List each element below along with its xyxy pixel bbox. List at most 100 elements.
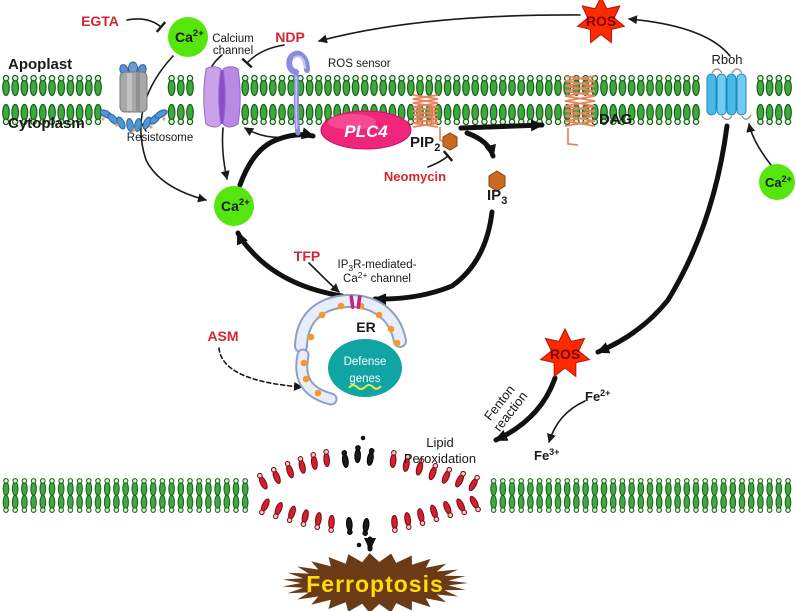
lipid-glyph <box>113 494 120 513</box>
ferroptosis-label: Ferroptosis <box>306 571 444 597</box>
lipid-glyph <box>149 478 157 497</box>
lipid-glyph <box>468 474 480 492</box>
lipid-glyph <box>305 103 314 126</box>
lipid-glyph <box>305 74 314 97</box>
lipid-glyph <box>38 74 47 97</box>
lipid-glyph <box>287 103 296 126</box>
lipid-glyph <box>720 494 727 513</box>
ca-apoplast-label: Ca2+ <box>175 28 204 45</box>
lipid-peroxidation-label-2: Peroxidation <box>404 451 476 466</box>
lipid-glyph <box>241 494 249 513</box>
calcium-channel-pointer-line <box>211 54 223 67</box>
lipid-glyph <box>627 103 636 126</box>
free-radical-dot <box>360 435 366 441</box>
peroxidized-lipids-region <box>257 435 481 548</box>
lipid-glyph <box>20 103 29 126</box>
lipid-glyph <box>366 448 375 466</box>
lipid-glyph <box>379 74 388 97</box>
lipid-glyph <box>48 494 56 513</box>
lipid-glyph <box>619 478 626 497</box>
lipid-glyph <box>526 103 535 126</box>
lipid-glyph <box>692 494 700 513</box>
lipid-glyph <box>628 494 635 513</box>
egta-label: EGTA <box>81 13 119 29</box>
lipid-glyph <box>286 505 296 524</box>
lipid-glyph <box>738 478 746 497</box>
ip3r-label-line2: Ca2+ channel <box>343 270 411 285</box>
lipid-glyph <box>469 495 481 513</box>
lipid-glyph <box>480 103 489 126</box>
lipid-glyph <box>609 103 618 126</box>
lipid-glyph <box>701 478 709 497</box>
lipid-glyph <box>600 103 608 126</box>
lipid-glyph <box>310 452 318 470</box>
lipid-glyph <box>176 74 185 97</box>
lipid-glyph <box>682 74 691 97</box>
lipid-glyph <box>57 74 66 97</box>
lipid-glyph <box>618 74 627 97</box>
lipid-glyph <box>241 103 250 126</box>
lipid-glyph <box>600 478 608 497</box>
membrane-lower <box>2 478 792 513</box>
lipid-glyph <box>757 494 764 513</box>
lipid-glyph <box>637 494 645 513</box>
lipid-peroxidation-label-1: Lipid <box>426 435 453 450</box>
lipid-glyph <box>76 494 83 513</box>
lipid-glyph <box>591 494 599 513</box>
lipid-glyph <box>573 494 580 513</box>
lipid-glyph <box>48 103 56 126</box>
lipid-glyph <box>397 74 406 97</box>
lipid-glyph <box>149 494 157 513</box>
lipid-glyph <box>499 478 507 497</box>
lipid-glyph <box>517 103 526 126</box>
ca-to-rboh-arrow <box>746 123 772 166</box>
asm-dashed-arrow <box>218 347 303 391</box>
lipid-glyph <box>692 74 700 97</box>
ca-circle-cytoplasm <box>214 186 254 226</box>
ip3-label: IP3 <box>487 187 507 207</box>
fe2-label: Fe2+ <box>585 388 610 404</box>
lipid-glyph <box>462 103 470 126</box>
lipid-glyph <box>443 74 452 97</box>
lipid-glyph <box>729 494 737 513</box>
lipid-glyph <box>517 74 526 97</box>
lipid-glyph <box>674 478 681 497</box>
lipid-glyph <box>646 494 654 513</box>
lipid-glyph <box>223 478 231 497</box>
lipid-glyph <box>241 478 249 497</box>
lipid-glyph <box>490 478 497 497</box>
lipid-glyph <box>29 74 38 97</box>
lipid-glyph <box>517 478 525 497</box>
lipid-glyph <box>434 74 443 97</box>
lipid-glyph <box>452 103 461 126</box>
lipid-glyph <box>351 74 360 97</box>
lipid-glyph <box>314 103 323 126</box>
lipid-glyph <box>268 103 277 126</box>
resistosome-label: Resistosome <box>127 132 193 144</box>
lipid-glyph <box>784 103 792 126</box>
lipid-glyph <box>159 478 166 497</box>
lipid-glyph <box>11 103 20 126</box>
lipid-glyph <box>636 103 645 126</box>
lipid-glyph <box>609 478 617 497</box>
lipid-glyph <box>38 103 47 126</box>
fe2-to-fe3-arrow <box>547 400 586 443</box>
lipid-glyph <box>103 494 111 513</box>
lipid-glyph <box>756 103 765 126</box>
lipid-glyph <box>113 478 120 497</box>
lipid-glyph <box>720 478 727 497</box>
lipid-glyph <box>508 74 516 97</box>
lipid-glyph <box>701 494 709 513</box>
lipid-glyph <box>582 494 589 513</box>
rboh-icon <box>706 68 752 121</box>
lipid-glyph <box>747 494 755 513</box>
lipid-glyph <box>159 494 166 513</box>
lipid-glyph <box>345 516 353 535</box>
lipid-glyph <box>186 103 194 126</box>
lipid-glyph <box>655 494 663 513</box>
lipid-glyph <box>214 494 221 513</box>
lipid-glyph <box>2 478 10 497</box>
lipid-glyph <box>406 74 415 97</box>
lipid-glyph <box>738 494 746 513</box>
